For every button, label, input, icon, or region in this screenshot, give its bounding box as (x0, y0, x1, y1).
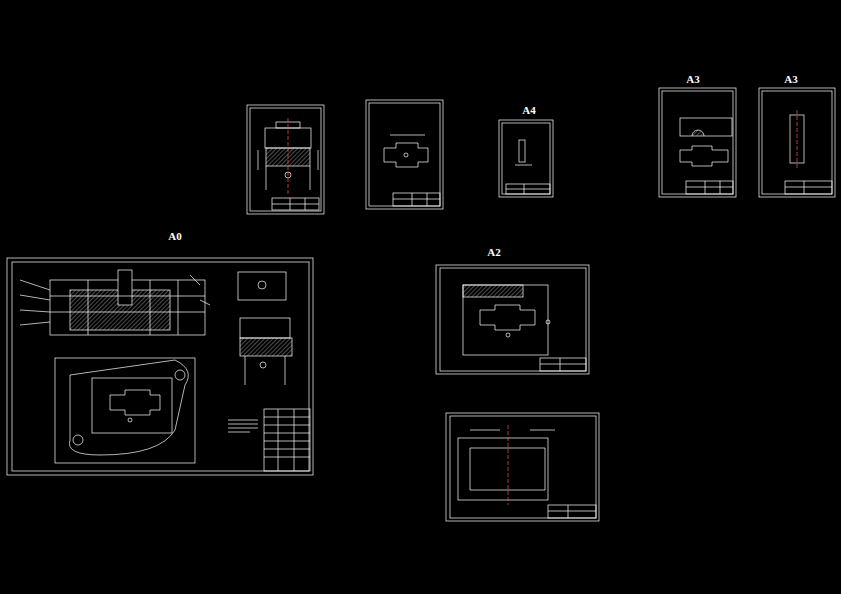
drawing-sheet (366, 100, 443, 209)
drawing-sheet (247, 105, 324, 214)
drawing-sheet (436, 265, 589, 374)
sheet-size-label: A3 (784, 74, 797, 85)
sheet-size-label: A2 (487, 247, 500, 258)
drawing-sheet (659, 88, 736, 197)
sheet-size-label: A4 (522, 105, 535, 116)
drawing-sheet (499, 120, 553, 197)
drawing-sheet (759, 88, 835, 197)
sheet-size-label: A3 (686, 74, 699, 85)
drawing-sheet (7, 258, 313, 475)
sheet-size-label: A0 (168, 231, 181, 242)
drawing-sheet (446, 413, 599, 521)
